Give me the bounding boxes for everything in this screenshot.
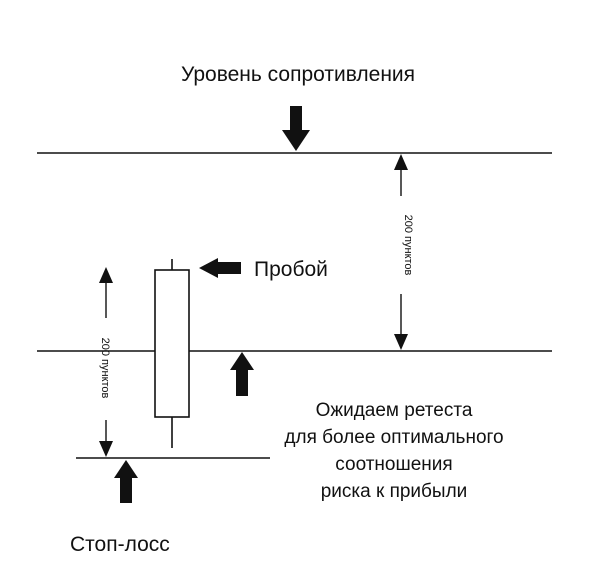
- stop-loss-label: Стоп-лосс: [70, 533, 170, 556]
- retest-line-2: для более оптимального: [284, 427, 503, 448]
- left-dimension-arrow: [99, 267, 113, 457]
- retest-line-1: Ожидаем ретеста: [316, 400, 473, 421]
- retest-up-arrow-icon: [230, 352, 254, 396]
- retest-line-3: соотношения: [335, 454, 452, 475]
- right-distance-label: 200 пунктов: [402, 215, 414, 276]
- retest-explanation: Ожидаем ретеста для более оптимального с…: [284, 400, 503, 502]
- stop-loss-up-arrow-icon: [114, 460, 138, 503]
- left-distance-label: 200 пунктов: [99, 338, 111, 399]
- retest-line-4: риска к прибыли: [321, 481, 468, 502]
- breakout-label: Пробой: [254, 258, 328, 281]
- resistance-level-label: Уровень сопротивления: [181, 63, 415, 86]
- breakout-candle: [154, 259, 190, 448]
- breakout-left-arrow-icon: [199, 258, 241, 278]
- right-dimension-arrow: [394, 154, 408, 350]
- resistance-down-arrow-icon: [282, 106, 310, 151]
